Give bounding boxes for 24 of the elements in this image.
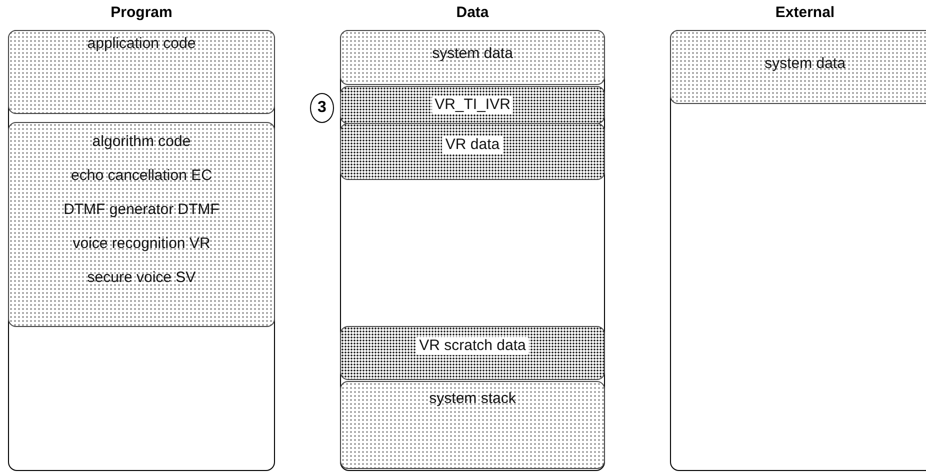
region-label: VR scratch data: [416, 337, 529, 355]
column-heading: Program: [110, 4, 172, 21]
region-label: algorithm code: [92, 133, 191, 151]
region-label: system data: [764, 55, 846, 73]
memory-region: [340, 123, 605, 180]
memory-region: [8, 122, 275, 327]
region-label: VR data: [442, 136, 503, 154]
region-label: application code: [87, 35, 196, 53]
region-label: DTMF generator DTMF: [64, 201, 220, 219]
memory-region: [340, 86, 605, 124]
memory-region: [340, 30, 605, 85]
memory-region: [340, 326, 605, 380]
region-label: VR_TI_IVR: [432, 96, 514, 114]
column-heading: External: [775, 4, 835, 21]
memory-region: [8, 30, 275, 114]
region-label: system stack: [429, 390, 516, 408]
column-heading: Data: [456, 4, 489, 21]
memory-region: [670, 30, 926, 104]
region-label: system data: [432, 45, 513, 63]
region-label: voice recognition VR: [72, 235, 210, 253]
memory-region: [340, 381, 605, 469]
callout-number: 3: [310, 93, 334, 123]
region-label: secure voice SV: [87, 269, 196, 287]
region-label: echo cancellation EC: [71, 167, 212, 185]
